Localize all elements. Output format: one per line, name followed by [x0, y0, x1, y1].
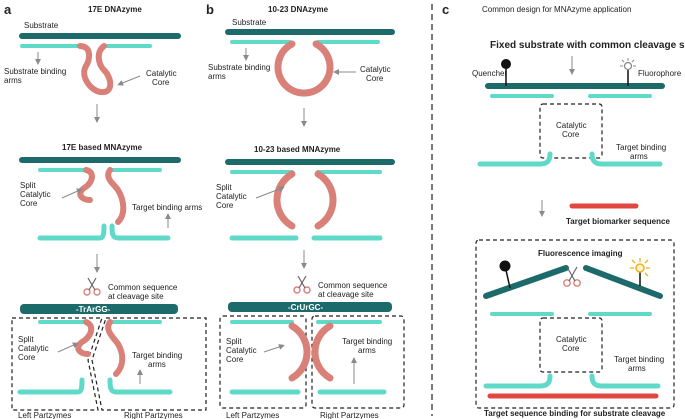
a-binding-arms-label-2: arms	[4, 76, 22, 85]
a-left-partzymes-label: Left Partzymes	[18, 411, 71, 419]
b-target2-label-2: arms	[358, 346, 376, 355]
b-split2-label-3: Core	[226, 355, 244, 364]
a-right-partzymes-label: Right Partzymes	[124, 411, 183, 419]
c-catalytic-core-box-2	[539, 317, 603, 373]
c-catalytic2-label-2: Core	[562, 344, 580, 353]
panel-a-title: 17E DNAzyme	[88, 5, 142, 14]
b-split2-label-2: Catalytic	[226, 346, 257, 355]
c-scissors-icon	[563, 266, 581, 287]
a-split-label-2: Catalytic	[20, 190, 51, 199]
a-scissors-icon	[83, 277, 101, 296]
a-split2-label-3: Core	[18, 353, 36, 362]
c-bottom-caption: Target sequence binding for substrate cl…	[484, 409, 666, 418]
c-target-arms-label-1: Target binding	[616, 143, 666, 152]
a-common-seq-2: at cleavage site	[108, 292, 164, 301]
c-catalytic2-label-1: Catalytic	[556, 335, 587, 344]
a-bottom-target-right	[107, 377, 173, 395]
a-split2-label-1: Split	[18, 335, 34, 344]
b-scissors-icon	[293, 275, 311, 294]
a-mna-target-left	[37, 223, 107, 241]
a-target2-label-1: Target binding	[132, 351, 182, 360]
c-target2-label-1: Target binding	[614, 355, 664, 364]
c-catalytic-label-1: Catalytic	[556, 121, 587, 130]
c-cleaved-substrate-right	[583, 265, 663, 299]
a-mna-title: 17E based MNAzyme	[62, 143, 143, 152]
b-split-arrow	[255, 186, 285, 199]
a-core-arrow	[117, 75, 141, 86]
c-fluorescence-label: Fluorescence imaging	[538, 249, 623, 258]
c-biomarker-label: Target biomarker sequence	[566, 217, 670, 226]
a-bottom-core-left	[75, 319, 95, 357]
c-cleaved-substrate-left	[483, 265, 569, 299]
b-catalytic-label-1: Catalytic	[360, 65, 391, 74]
b-bottom-core-right	[311, 322, 334, 382]
a-mna-core-right	[105, 167, 127, 225]
c-quencher-icon	[501, 59, 511, 69]
c-catalytic-core-box	[539, 103, 603, 159]
panel-c-title: Common design for MNAzyme application	[482, 5, 631, 14]
a-binding-arms-label-1: Substrate binding	[4, 67, 66, 76]
b-substrate-label: Substrate	[232, 18, 267, 27]
b-catalytic-core-loop	[274, 40, 334, 97]
a-catalytic-label-2: Core	[152, 78, 170, 87]
a-cleavage-seq: -TrArGG-	[76, 305, 111, 314]
a-split-arrow	[61, 188, 83, 199]
panel-a-letter: a	[4, 2, 12, 17]
a-split2-arrow	[57, 342, 79, 353]
b-split2-label-1: Split	[226, 337, 242, 346]
c-fixed-substrate-label: Fixed substrate with common cleavage sit…	[490, 40, 685, 51]
c-target-left	[477, 151, 553, 167]
b-bottom-core-left	[288, 322, 311, 382]
c-fluorophore-icon	[620, 58, 636, 86]
panel-b-title: 10-23 DNAzyme	[268, 5, 329, 14]
a-substrate-label: Substrate	[24, 21, 59, 30]
c-quencher-icon-2	[499, 260, 511, 272]
b-target2-label-1: Target binding	[342, 337, 392, 346]
c-target-right	[589, 151, 663, 167]
a-mna-core-left	[77, 167, 95, 203]
c-bottom-target-left	[483, 373, 553, 389]
c-fluorophore-lit-icon	[630, 258, 650, 286]
c-target2-label-2: arms	[628, 364, 646, 373]
a-split-label-1: Split	[20, 181, 36, 190]
b-right-partzyme-box	[311, 315, 405, 409]
b-catalytic-label-2: Core	[366, 74, 384, 83]
b-binding-arms-label-2: arms	[208, 72, 226, 81]
c-target-arms-label-2: arms	[630, 152, 648, 161]
b-split2-arrow	[263, 344, 285, 353]
b-common-seq-1: Common sequence	[318, 281, 388, 290]
b-right-partzymes-label: Right Partzymes	[320, 411, 379, 419]
a-catalytic-core-loop	[77, 43, 114, 96]
a-target2-label-2: arms	[148, 360, 166, 369]
c-bottom-target-right	[589, 373, 661, 389]
b-binding-arms-label-1: Substrate binding	[208, 63, 270, 72]
a-catalytic-label-1: Catalytic	[146, 69, 177, 78]
a-bottom-target-left	[17, 377, 85, 395]
b-mna-core-right	[314, 170, 337, 230]
b-common-seq-2: at cleavage site	[318, 290, 374, 299]
a-bottom-core-right	[105, 319, 126, 377]
a-cleavage-substrate-bar	[20, 304, 178, 314]
b-split-label-1: Split	[216, 183, 232, 192]
b-mna-core-left	[273, 170, 296, 230]
panel-b-letter: b	[206, 2, 214, 17]
a-target-arms-label: Target binding arms	[132, 203, 202, 212]
b-split-label-3: Core	[216, 201, 234, 210]
a-mna-target-right	[109, 223, 171, 241]
a-split2-label-2: Catalytic	[18, 344, 49, 353]
c-fluorophore-label: Fluorophore	[638, 69, 682, 78]
panel-c-letter: c	[442, 2, 449, 17]
a-common-seq-1: Common sequence	[108, 283, 178, 292]
b-mna-title: 10-23 based MNAzyme	[254, 145, 341, 154]
c-catalytic-label-2: Core	[562, 130, 580, 139]
b-left-partzymes-label: Left Partzymes	[226, 411, 279, 419]
b-cleavage-seq: -CrUrGC-	[288, 303, 323, 312]
a-split-label-3: Core	[20, 199, 38, 208]
b-cleavage-substrate-bar	[228, 302, 392, 312]
c-quencher-stem-2	[505, 269, 511, 289]
c-quencher-label: Quencher	[472, 69, 507, 78]
c-detection-box	[475, 239, 675, 409]
b-split-label-2: Catalytic	[216, 192, 247, 201]
